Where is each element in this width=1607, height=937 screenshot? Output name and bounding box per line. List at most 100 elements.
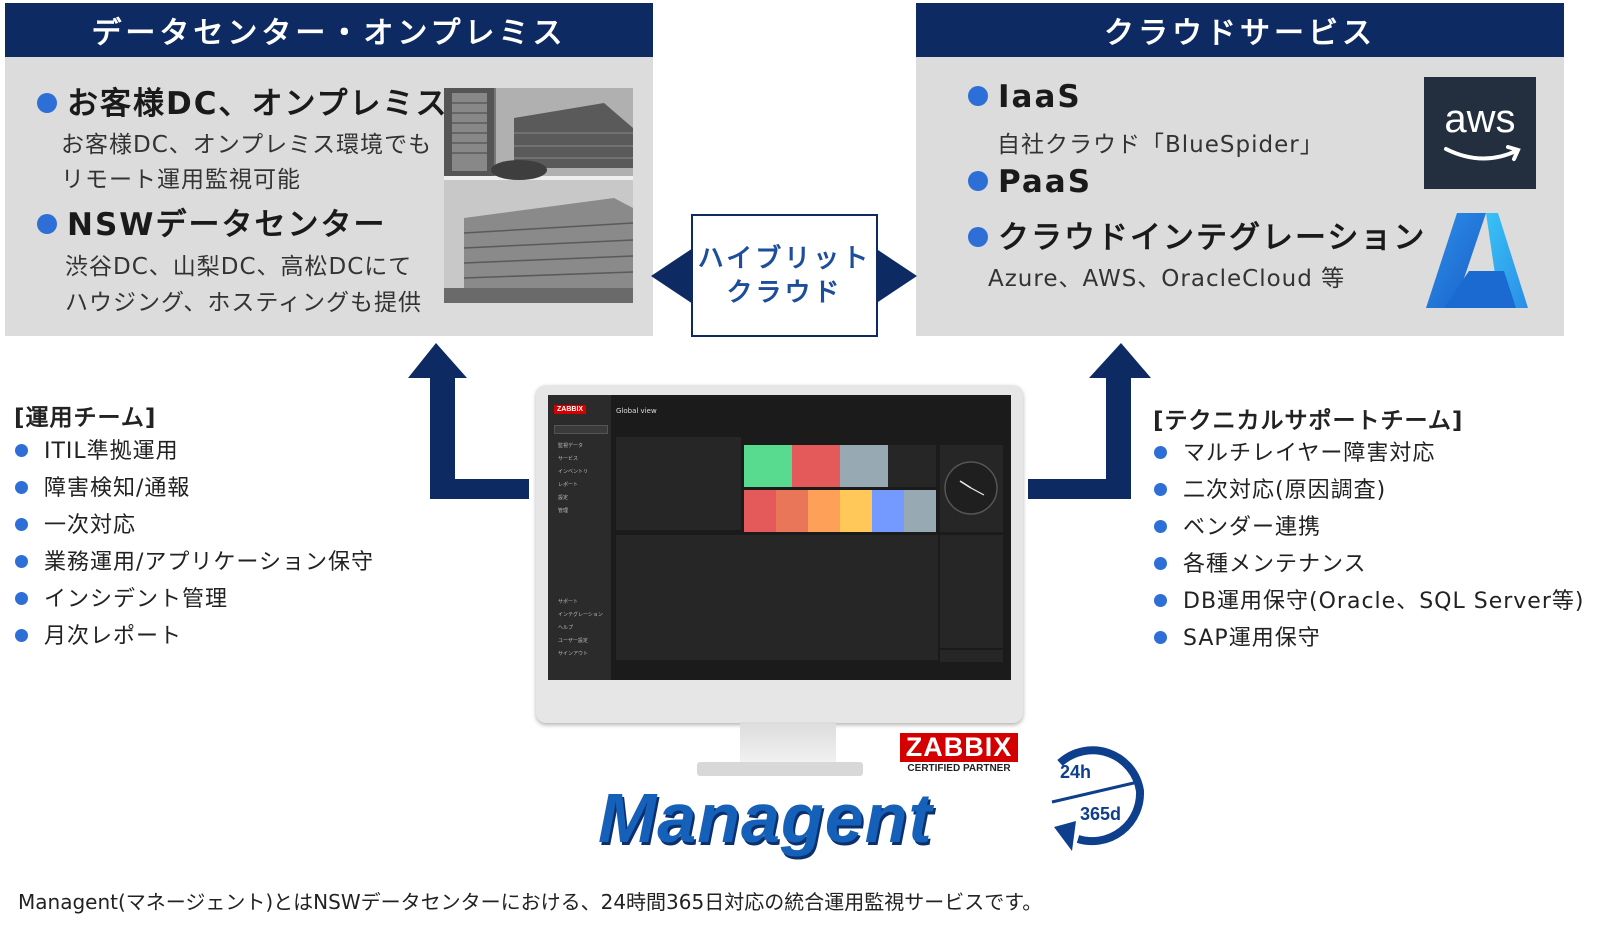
severity-cell: [744, 490, 776, 532]
right-panel-header: クラウドサービス: [916, 3, 1564, 57]
clock-icon: [944, 461, 998, 515]
problems-widget: [616, 535, 938, 660]
24h-365d-cycle-icon: [1051, 746, 1145, 851]
zabbix-certified-caption: CERTIFIED PARTNER: [907, 763, 1011, 774]
datacenter-photos: [444, 88, 634, 303]
bullet-icon: [1154, 593, 1167, 607]
menu-item[interactable]: サービス: [558, 456, 579, 462]
menu-item[interactable]: サインアウト: [558, 651, 589, 657]
item-integration-sub: Azure、AWS、OracleCloud 等: [988, 266, 1346, 292]
azure-logo-icon: [1426, 213, 1528, 308]
section-customer-dc-line1: お客様DC、オンプレミス環境でも: [61, 132, 433, 158]
aws-smile-icon: [1444, 145, 1521, 161]
system-info-widget: [616, 437, 741, 530]
item-iaas-title: IaaS: [968, 79, 1082, 115]
hybrid-line2: クラウド: [726, 277, 843, 308]
bullet-icon: [15, 554, 28, 568]
tech-team-title: [テクニカルサポートチーム]: [1153, 408, 1464, 434]
list-item: ITIL準拠運用: [15, 433, 374, 470]
favorite-graphs-widget: [940, 650, 1003, 662]
ops-team-list: ITIL準拠運用 障害検知/通報 一次対応 業務運用/アプリケーション保守 イン…: [15, 433, 374, 655]
severity-cell: [872, 490, 904, 532]
menu-item[interactable]: インベントリ: [558, 469, 589, 475]
aws-logo-text: aws: [1444, 97, 1516, 141]
bullet-icon: [15, 517, 28, 531]
menu-item[interactable]: 管理: [558, 508, 569, 514]
dashboard-search-input[interactable]: [554, 425, 608, 434]
severity-cell: [904, 490, 936, 532]
item-integration-title: クラウドインテグレーション: [968, 212, 1426, 257]
left-up-arrow-icon: [408, 343, 529, 499]
item-paas-title: PaaS: [968, 164, 1092, 200]
building-photo-icon: [444, 88, 634, 303]
monitor-stand-base: [697, 762, 863, 776]
dashboard-sidebar: ZABBIX 監視データ サービス インベントリ レポート 設定 管理 サポート…: [548, 395, 611, 680]
menu-item[interactable]: レポート: [558, 482, 579, 488]
menu-item[interactable]: ヘルプ: [558, 625, 574, 631]
ops-team-title: [運用チーム]: [14, 405, 157, 431]
section-customer-dc-line2: リモート運用監視可能: [61, 167, 301, 193]
list-item: 二次対応(原因調査): [1154, 472, 1584, 509]
hybrid-line1: ハイブリット: [697, 243, 872, 274]
left-panel-header: データセンター・オンプレミス: [5, 3, 653, 57]
section-nsw-dc-line2: ハウジング、ホスティングも提供: [65, 290, 423, 316]
list-item: インシデント管理: [15, 581, 374, 618]
bullet-icon: [968, 170, 988, 191]
bullet-icon: [15, 628, 28, 642]
menu-item[interactable]: サポート: [558, 599, 579, 605]
bullet-icon: [15, 480, 28, 494]
menu-item[interactable]: インテグレーション: [558, 612, 603, 618]
menu-item[interactable]: ユーザー設定: [558, 638, 588, 644]
severity-cell: [776, 490, 808, 532]
bullet-icon: [1154, 556, 1167, 570]
problems-by-severity-widget: [744, 490, 938, 532]
aws-logo: aws: [1424, 77, 1536, 189]
hybrid-cloud-box: ハイブリット クラウド: [691, 214, 878, 337]
footer-description: Managent(マネージェント)とはNSWデータセンターにおける、24時間36…: [18, 890, 1043, 914]
dashboard-title: Global view: [616, 407, 657, 415]
zabbix-logo: ZABBIX: [900, 733, 1018, 762]
bullet-icon: [37, 213, 57, 234]
list-item: DB運用保守(Oracle、SQL Server等): [1154, 583, 1584, 620]
list-item: SAP運用保守: [1154, 620, 1584, 657]
menu-item[interactable]: 設定: [558, 495, 569, 501]
right-up-arrow-icon: [1028, 343, 1151, 499]
host-availability-widget: [744, 445, 938, 487]
monitor-stand-neck: [740, 722, 836, 764]
menu-item[interactable]: 監視データ: [558, 443, 584, 449]
zabbix-mini-logo: ZABBIX: [554, 405, 587, 414]
avail-cell: [888, 445, 936, 487]
bullet-icon: [15, 591, 28, 605]
favorite-maps-widget: [940, 535, 1003, 648]
bullet-icon: [15, 443, 28, 457]
list-item: 各種メンテナンス: [1154, 546, 1584, 583]
section-nsw-dc-line1: 渋谷DC、山梨DC、高松DCにて: [65, 254, 413, 280]
tech-team-list: マルチレイヤー障害対応 二次対応(原因調査) ベンダー連携 各種メンテナンス D…: [1154, 435, 1584, 657]
avail-cell: [744, 445, 792, 487]
avail-cell: [840, 445, 888, 487]
list-item: ベンダー連携: [1154, 509, 1584, 546]
list-item: 障害検知/通報: [15, 470, 374, 507]
managent-logo: Managent: [598, 779, 933, 857]
list-item: 月次レポート: [15, 618, 374, 655]
section-nsw-dc-title: NSWデータセンター: [37, 199, 386, 244]
list-item: 業務運用/アプリケーション保守: [15, 544, 374, 581]
clock-widget: [940, 445, 1003, 532]
bullet-icon: [37, 92, 57, 113]
severity-cell: [808, 490, 840, 532]
bullet-icon: [1154, 445, 1167, 459]
bullet-icon: [1154, 482, 1167, 496]
list-item: マルチレイヤー障害対応: [1154, 435, 1584, 472]
bullet-icon: [1154, 630, 1167, 644]
avail-cell: [792, 445, 840, 487]
24h-label: 24h: [1060, 762, 1092, 782]
365d-label: 365d: [1080, 804, 1122, 824]
zabbix-dashboard-screen: ZABBIX 監視データ サービス インベントリ レポート 設定 管理 サポート…: [548, 395, 1011, 680]
list-item: 一次対応: [15, 507, 374, 544]
section-customer-dc-title: お客様DC、オンプレミス: [37, 78, 449, 123]
bullet-icon: [968, 85, 988, 106]
item-iaas-sub: 自社クラウド「BlueSpider」: [997, 132, 1324, 158]
severity-cell: [840, 490, 872, 532]
bullet-icon: [1154, 519, 1167, 533]
bullet-icon: [968, 226, 988, 247]
